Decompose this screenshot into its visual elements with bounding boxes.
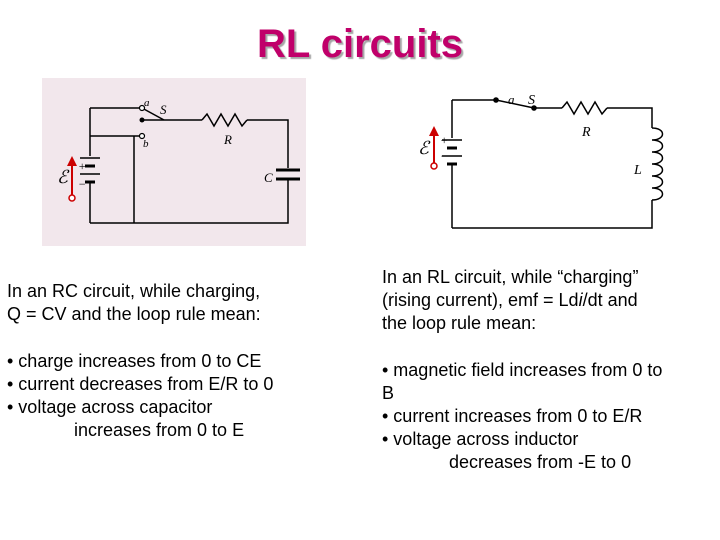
rl-intro-line-3: the loop rule mean: [382,313,537,333]
rl-switch-contact-a [493,97,499,103]
rc-a-label: a [144,97,150,109]
rl-emf-label: ℰ [418,138,431,158]
rl-intro-line-2b: /dt and [582,290,638,310]
rl-wire-bottom [452,200,653,229]
rc-bullet-voltage-cont: increases from 0 to E [74,420,245,440]
rc-wire-right-top [247,119,289,168]
rl-bullet-field: • magnetic field increases from 0 to [382,360,663,380]
rl-emf-arrow-tail [430,162,438,170]
rl-emf-arrow-head [429,126,439,136]
rc-description: In an RC circuit, while charging, Q = CV… [7,280,327,442]
rl-bullet-field-cont: B [382,383,395,403]
rl-bullet-voltage-cont: decreases from -E to 0 [449,452,632,472]
rc-plus-label: + [78,159,86,173]
rl-intro-line-2a: (rising current), emf = Ld [382,290,579,310]
rl-bullet-current: • current increases from 0 to E/R [382,406,643,426]
rc-circuit-svg: ℰ + − a S b R C [57,97,300,224]
rc-bullet-current: • current decreases from E/R to 0 [7,374,274,394]
rl-s-label: S [528,93,535,108]
rc-r-label: R [223,132,232,147]
rl-description: In an RL circuit, while “charging” (risi… [382,266,712,474]
rc-emf-arrow-head [67,156,77,166]
rl-intro-line-1: In an RL circuit, while “charging” [382,267,639,287]
rl-r-label: R [581,125,591,140]
rc-emf-label: ℰ [57,167,70,187]
rc-emf-arrow-tail [68,194,76,202]
rl-switch-blade [495,99,535,109]
rl-wire-right-top [607,107,653,128]
rc-intro-line-2: Q = CV and the loop rule mean: [7,304,261,324]
rl-intro-line-2: (rising current), emf = Ldi/dt and [382,289,712,312]
rl-bullet-voltage: • voltage across inductor [382,429,579,449]
rc-b-label: b [143,138,149,150]
rc-c-label: C [264,170,273,185]
rl-resistor-zigzag [561,100,608,116]
rl-inductor-coil [651,127,664,201]
rc-bullet-charge: • charge increases from 0 to CE [7,351,262,371]
rl-circuit-svg: ℰ + − a S R L [418,92,664,229]
page-title: RL circuits [257,22,463,66]
rc-switch-blade [141,107,165,121]
rc-switch-contact-b [138,132,146,140]
rc-wire-bottom [90,179,289,224]
rl-l-label: L [633,163,642,178]
rc-resistor-zigzag [201,112,248,128]
rc-bullet-voltage: • voltage across capacitor [7,397,213,417]
rl-a-label: a [508,92,515,107]
rl-plus-label: + [440,133,448,147]
rc-minus-label: − [78,177,86,191]
rl-switch-contact [531,105,537,111]
rl-circuit-diagram: ℰ + − a S R L [412,80,702,242]
rc-switch-contact-a [138,104,146,112]
rc-switch-pivot [139,117,145,123]
rc-intro-line-1: In an RC circuit, while charging, [7,281,261,301]
rl-minus-label: − [440,149,448,163]
rl-intro-italic-i: i [578,290,583,310]
rc-s-label: S [160,102,167,117]
rc-circuit-diagram: ℰ + − a S b R C [42,78,306,246]
